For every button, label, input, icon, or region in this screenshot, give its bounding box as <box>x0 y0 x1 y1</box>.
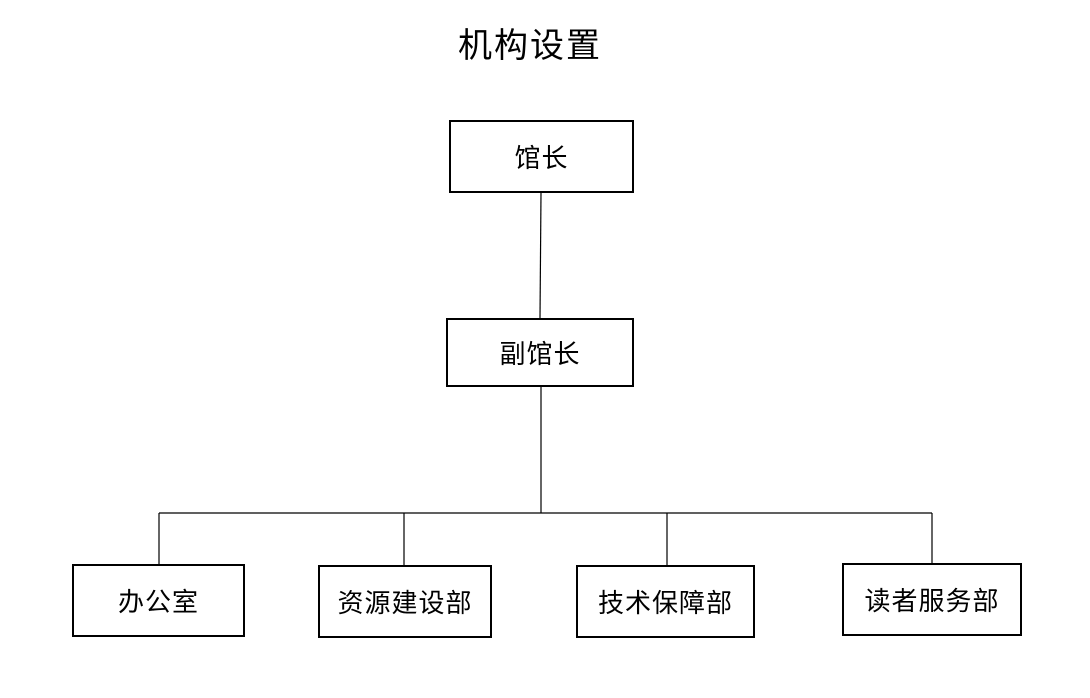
department-label: 办公室 <box>117 588 199 618</box>
department-box-office: 办公室 <box>72 564 245 637</box>
director-box: 馆长 <box>449 120 634 193</box>
department-box-reader-services: 读者服务部 <box>842 563 1022 636</box>
department-label: 资源建设部 <box>337 589 473 619</box>
department-label: 读者服务部 <box>864 587 1000 617</box>
department-label: 技术保障部 <box>597 589 733 619</box>
connector-director-deputy <box>539 192 542 319</box>
page-title: 机构设置 <box>458 26 602 66</box>
deputy-director-label: 副馆长 <box>499 340 581 370</box>
department-box-resource-development: 资源建设部 <box>318 565 492 638</box>
deputy-director-box: 副馆长 <box>446 318 634 387</box>
department-box-technical-support: 技术保障部 <box>576 565 755 638</box>
director-label: 馆长 <box>514 144 569 174</box>
